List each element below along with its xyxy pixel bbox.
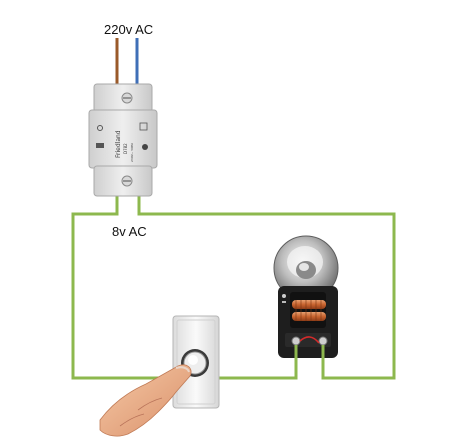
svg-text:D782: D782 bbox=[123, 143, 128, 154]
svg-text:230V~ 50Hz: 230V~ 50Hz bbox=[130, 143, 134, 162]
wire-button-to-bell bbox=[216, 356, 298, 380]
mains-voltage-label: 220v AC bbox=[104, 22, 154, 37]
wire-transformer-to-bell-right bbox=[137, 196, 396, 380]
low-voltage-wiring bbox=[71, 196, 396, 380]
low-voltage-label: 8v AC bbox=[112, 224, 147, 239]
door-bell-icon bbox=[273, 235, 339, 358]
push-button-icon bbox=[172, 315, 220, 409]
mains-wires bbox=[115, 38, 139, 86]
transformer-icon: Friedland D782 230V~ 50Hz bbox=[88, 83, 158, 197]
svg-text:Friedland: Friedland bbox=[115, 130, 122, 158]
wire-transformer-to-button-via-left bbox=[71, 196, 176, 380]
pointing-finger-icon bbox=[99, 364, 192, 437]
